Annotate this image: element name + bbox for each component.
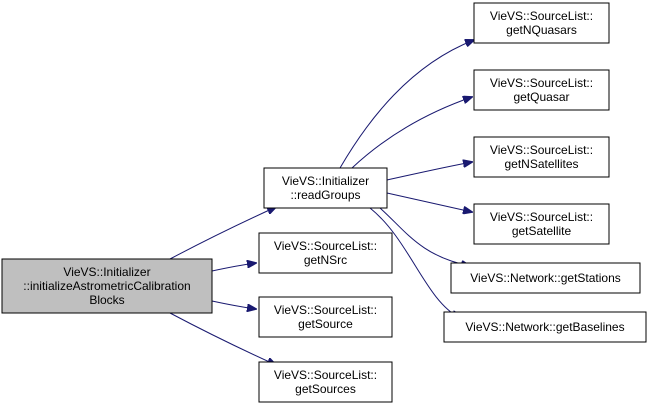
node-getNSrc[interactable]: VieVS::SourceList::getNSrc — [258, 232, 393, 274]
node-box — [258, 361, 393, 403]
node-getSatellite[interactable]: VieVS::SourceList::getSatellite — [473, 203, 610, 245]
node-label-line: ::readGroups — [290, 188, 360, 202]
node-label-line: getNSatellites — [504, 157, 578, 171]
node-readGroups[interactable]: VieVS::Initializer::readGroups — [263, 167, 388, 209]
edge-initializeAstrometricCalibrationBlocks-to-readGroups — [169, 207, 276, 260]
node-label-line: VieVS::SourceList:: — [490, 9, 593, 23]
node-box — [473, 203, 610, 245]
node-getNSatellites[interactable]: VieVS::SourceList::getNSatellites — [473, 136, 610, 178]
node-box — [1, 258, 213, 314]
node-label-line: VieVS::SourceList:: — [490, 76, 593, 90]
edge-readGroups-to-getQuasar — [351, 97, 472, 169]
edge-readGroups-to-getBaselines — [369, 207, 460, 318]
node-box — [450, 262, 641, 294]
node-box — [473, 136, 610, 178]
node-label-line: getSources — [295, 382, 356, 396]
node-label-line: getQuasar — [513, 90, 569, 104]
node-getStations[interactable]: VieVS::Network::getStations — [450, 262, 641, 294]
node-label-line: getNSrc — [304, 253, 347, 267]
node-box — [263, 167, 388, 209]
node-label-line: VieVS::SourceList:: — [274, 303, 377, 317]
node-box — [443, 311, 647, 343]
node-label-line: Blocks — [89, 293, 124, 307]
node-label-line: VieVS::SourceList:: — [490, 143, 593, 157]
edge-readGroups-to-getNSatellites — [386, 162, 472, 181]
node-label-line: getNQuasars — [506, 23, 577, 37]
node-label-line: VieVS::SourceList:: — [274, 368, 377, 382]
node-label-line: VieVS::Network::getBaselines — [465, 320, 624, 334]
node-box — [258, 296, 393, 338]
edge-readGroups-to-getSatellite — [386, 192, 472, 212]
node-getNQuasars[interactable]: VieVS::SourceList::getNQuasars — [473, 2, 610, 44]
edge-initializeAstrometricCalibrationBlocks-to-getSource — [211, 300, 256, 309]
node-getSource[interactable]: VieVS::SourceList::getSource — [258, 296, 393, 338]
node-getQuasar[interactable]: VieVS::SourceList::getQuasar — [473, 69, 610, 111]
edges-layer — [169, 40, 474, 365]
node-label-line: getSource — [298, 317, 353, 331]
edge-readGroups-to-getStations — [379, 207, 470, 266]
node-label-line: getSatellite — [512, 224, 572, 238]
node-label-line: VieVS::SourceList:: — [274, 239, 377, 253]
node-label-line: VieVS::SourceList:: — [490, 210, 593, 224]
edge-initializeAstrometricCalibrationBlocks-to-getNSrc — [211, 263, 256, 272]
node-label-line: ::initializeAstrometricCalibration — [23, 279, 190, 293]
edge-readGroups-to-getNQuasars — [339, 40, 474, 169]
node-box — [258, 232, 393, 274]
node-label-line: VieVS::Initializer — [282, 174, 369, 188]
node-getBaselines[interactable]: VieVS::Network::getBaselines — [443, 311, 647, 343]
node-getSources[interactable]: VieVS::SourceList::getSources — [258, 361, 393, 403]
edge-initializeAstrometricCalibrationBlocks-to-getSources — [169, 312, 276, 365]
node-box — [473, 2, 610, 44]
node-initializeAstrometricCalibrationBlocks[interactable]: VieVS::Initializer::initializeAstrometri… — [1, 258, 213, 314]
nodes-layer: VieVS::Initializer::initializeAstrometri… — [1, 2, 647, 403]
node-box — [473, 69, 610, 111]
node-label-line: VieVS::Network::getStations — [470, 271, 621, 285]
node-label-line: VieVS::Initializer — [63, 265, 150, 279]
